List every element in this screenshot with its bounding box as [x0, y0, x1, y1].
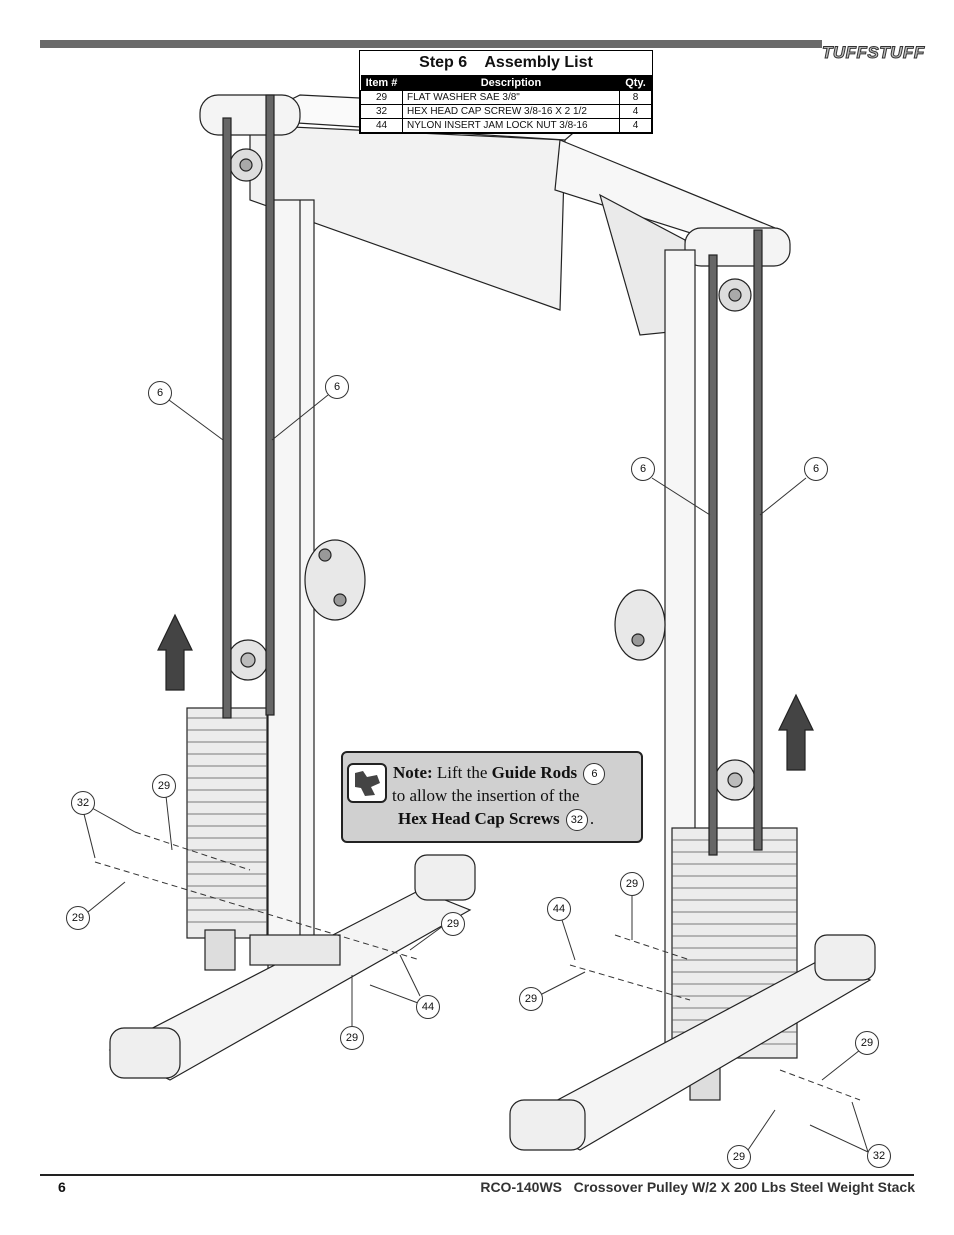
table-row: 32 HEX HEAD CAP SCREW 3/8-16 X 2 1/2 4	[360, 104, 652, 119]
callout-guide-rod: 6	[148, 381, 172, 405]
note-guide-rods: Guide Rods	[491, 763, 578, 782]
page-number: 6	[58, 1179, 66, 1195]
col-header-description: Description	[402, 75, 620, 91]
brand-logo: TUFFSTUFF	[822, 43, 925, 63]
note-box: Note: Lift the Guide Rods 6 to allow the…	[341, 751, 643, 843]
callout-guide-rod: 6	[631, 457, 655, 481]
assembly-list-title: Step 6 Assembly List	[419, 54, 593, 71]
note-line-1: Note: Lift the Guide Rods 6	[393, 761, 607, 786]
note-ref-badge: 6	[583, 763, 606, 786]
callout-guide-rod: 6	[804, 457, 828, 481]
callout-flat-washer: 29	[340, 1026, 364, 1050]
item-qty: 4	[619, 104, 652, 119]
note-hex-screws: Hex Head Cap Screws	[398, 809, 560, 828]
note-text: Lift the	[432, 763, 492, 782]
callout-hex-screw: 32	[867, 1144, 891, 1168]
header-bar	[40, 40, 822, 48]
item-number: 44	[360, 118, 403, 133]
item-number: 29	[360, 90, 403, 105]
callout-hex-screw: 32	[71, 791, 95, 815]
item-description: FLAT WASHER SAE 3/8"	[402, 90, 620, 105]
callout-flat-washer: 29	[66, 906, 90, 930]
item-description: NYLON INSERT JAM LOCK NUT 3/8-16	[402, 118, 620, 133]
item-qty: 4	[619, 118, 652, 133]
callout-flat-washer: 29	[855, 1031, 879, 1055]
callout-flat-washer: 29	[620, 872, 644, 896]
item-number: 32	[360, 104, 403, 119]
note-ref-badge: 32	[565, 809, 588, 832]
footer-rule	[40, 1174, 914, 1176]
note-line-2: to allow the insertion of the	[392, 786, 580, 805]
callout-lock-nut: 44	[547, 897, 571, 921]
table-row: 29 FLAT WASHER SAE 3/8" 8	[360, 90, 652, 105]
col-header-qty: Qty.	[619, 75, 652, 91]
tool-icon	[347, 763, 387, 803]
callout-flat-washer: 29	[519, 987, 543, 1011]
table-row: 44 NYLON INSERT JAM LOCK NUT 3/8-16 4	[360, 118, 652, 133]
note-line-3: Hex Head Cap Screws 32.	[398, 807, 595, 832]
assembly-list: Step 6 Assembly List Item # Description …	[359, 50, 653, 134]
item-description: HEX HEAD CAP SCREW 3/8-16 X 2 1/2	[402, 104, 620, 119]
parts-table: Item # Description Qty. 29 FLAT WASHER S…	[360, 75, 652, 133]
callout-guide-rod: 6	[325, 375, 349, 399]
note-period: .	[589, 809, 595, 828]
callout-lock-nut: 44	[416, 995, 440, 1019]
callout-flat-washer: 29	[152, 774, 176, 798]
callout-flat-washer: 29	[441, 912, 465, 936]
callout-flat-washer: 29	[727, 1145, 751, 1169]
col-header-item: Item #	[360, 75, 403, 91]
item-qty: 8	[619, 90, 652, 105]
note-lead: Note:	[393, 763, 433, 782]
footer-title: RCO-140WS Crossover Pulley W/2 X 200 Lbs…	[480, 1179, 915, 1195]
